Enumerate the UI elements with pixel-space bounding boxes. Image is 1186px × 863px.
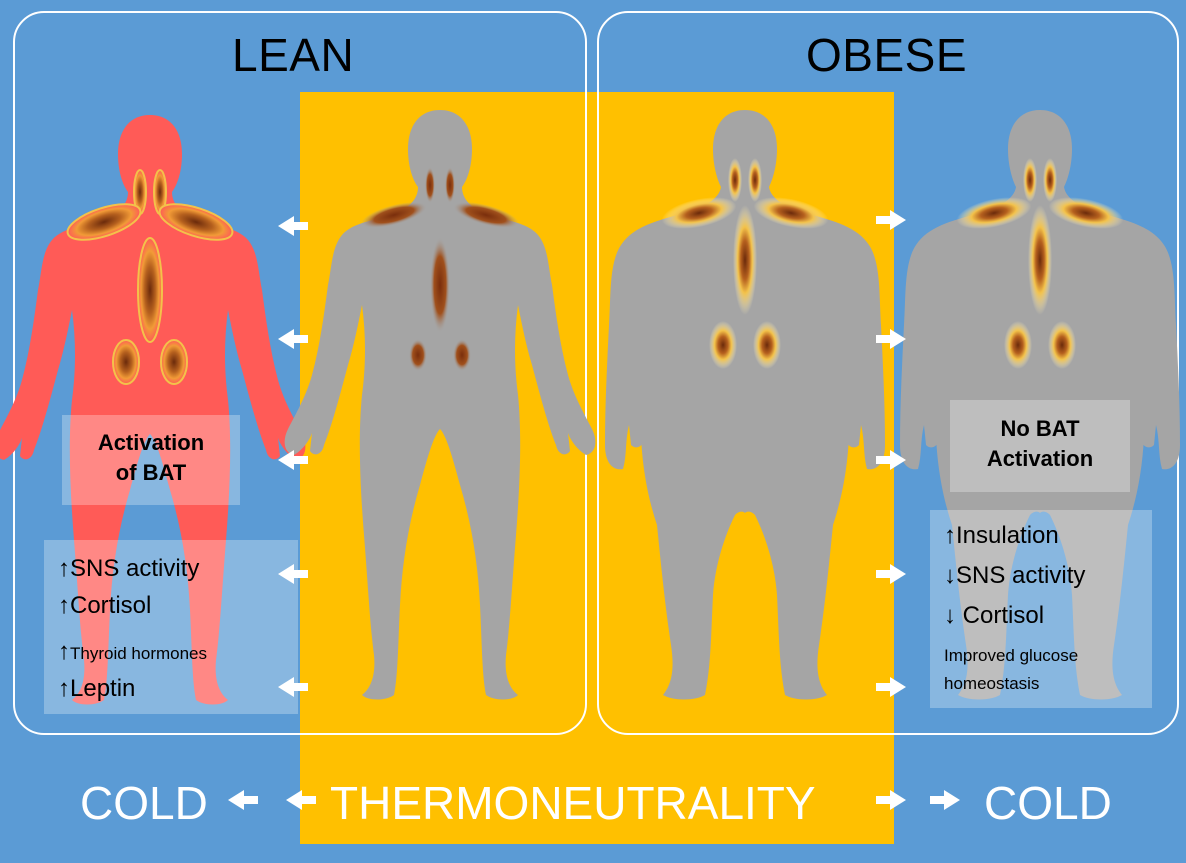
cold-left-label: COLD	[80, 776, 208, 830]
thermoneutrality-label: THERMONEUTRALITY	[330, 776, 816, 830]
down-arrow-icon: ↓	[944, 602, 956, 629]
obese-effect-glucose: Improved glucose	[944, 646, 1078, 666]
obese-activation-line1: No BAT	[950, 414, 1130, 444]
lean-effect-text: SNS activity	[70, 555, 199, 582]
obese-activation-label: No BAT Activation	[950, 414, 1130, 474]
up-arrow-icon: ↑	[944, 522, 956, 549]
lean-effect-text: Cortisol	[70, 592, 151, 619]
lean-effect-sns: ↑SNS activity	[58, 555, 199, 583]
up-arrow-icon: ↑	[58, 638, 70, 665]
obese-effect-text: homeostasis	[944, 674, 1039, 693]
lean-effect-text: Thyroid hormones	[70, 644, 207, 663]
lean-activation-line1: Activation	[62, 428, 240, 458]
lean-effect-cortisol: ↑Cortisol	[58, 592, 151, 620]
obese-effect-homeostasis: homeostasis	[944, 674, 1039, 694]
obese-effect-insulation: ↑Insulation	[944, 522, 1059, 550]
obese-activation-line2: Activation	[950, 444, 1130, 474]
down-arrow-icon: ↓	[944, 562, 956, 589]
obese-effect-text: SNS activity	[956, 562, 1085, 589]
up-arrow-icon: ↑	[58, 555, 70, 582]
lean-title: LEAN	[232, 28, 354, 82]
obese-effect-sns: ↓SNS activity	[944, 562, 1085, 590]
lean-effect-leptin: ↑Leptin	[58, 675, 135, 703]
cold-right-label: COLD	[984, 776, 1112, 830]
lean-activation-label: Activation of BAT	[62, 428, 240, 488]
lean-effect-thyroid: ↑Thyroid hormones	[58, 638, 207, 666]
obese-effect-text: Insulation	[956, 522, 1059, 549]
lean-activation-line2: of BAT	[62, 458, 240, 488]
up-arrow-icon: ↑	[58, 592, 70, 619]
obese-title: OBESE	[806, 28, 967, 82]
obese-effect-text: Improved glucose	[944, 646, 1078, 665]
up-arrow-icon: ↑	[58, 675, 70, 702]
obese-effect-cortisol: ↓ Cortisol	[944, 602, 1044, 630]
lean-effect-text: Leptin	[70, 675, 135, 702]
obese-effect-text: Cortisol	[956, 602, 1044, 629]
